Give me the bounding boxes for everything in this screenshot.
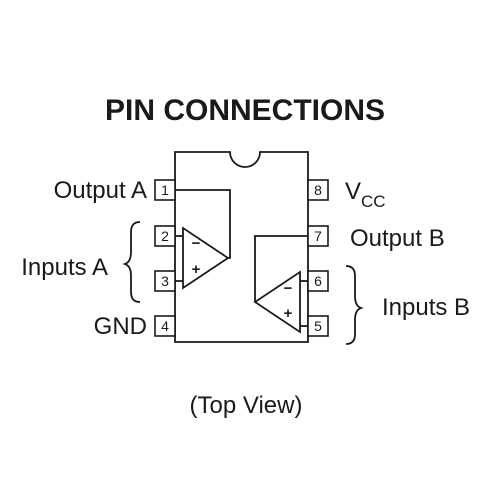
pin-4-box [154,315,176,337]
pin-7-label: Output B [350,225,445,252]
op-amp-b-inverting-sign: − [284,280,293,297]
pin-7-number: 7 [314,228,322,244]
op-amp-b-non-inverting-sign: + [284,305,293,322]
page-title: PIN CONNECTIONS [105,94,385,127]
pin-1-label: Output A [54,177,147,204]
op-amp-b-output-wire [254,235,308,302]
op-amp-a-non-inverting-sign: + [192,261,201,278]
op-amp-a-output-wire [175,189,231,259]
pin-8-box [307,179,329,201]
ic-package-body [174,151,309,343]
inputs-a-brace [122,221,141,303]
pin-2-number: 2 [161,228,169,244]
op-amp-a-triangle [182,226,230,290]
op-amp-b-triangle [253,270,301,334]
pin-6-number: 6 [314,273,322,289]
pin-3-number: 3 [161,273,169,289]
pin-1-number: 1 [161,182,169,198]
pin-8-label: VCC [345,178,386,211]
pin-4-number: 4 [161,318,169,334]
pin-5-number: 5 [314,318,322,334]
top-view-caption: (Top View) [190,392,303,419]
pin-8-number: 8 [314,182,322,198]
pin-4-label: GND [94,313,147,340]
inputs-b-brace [345,265,364,345]
inputs-b-label: Inputs B [382,294,470,321]
inputs-a-label: Inputs A [21,254,108,281]
op-amp-a-inverting-sign: − [192,235,201,252]
vcc-subscript: CC [361,192,386,211]
vcc-main: V [345,178,361,205]
